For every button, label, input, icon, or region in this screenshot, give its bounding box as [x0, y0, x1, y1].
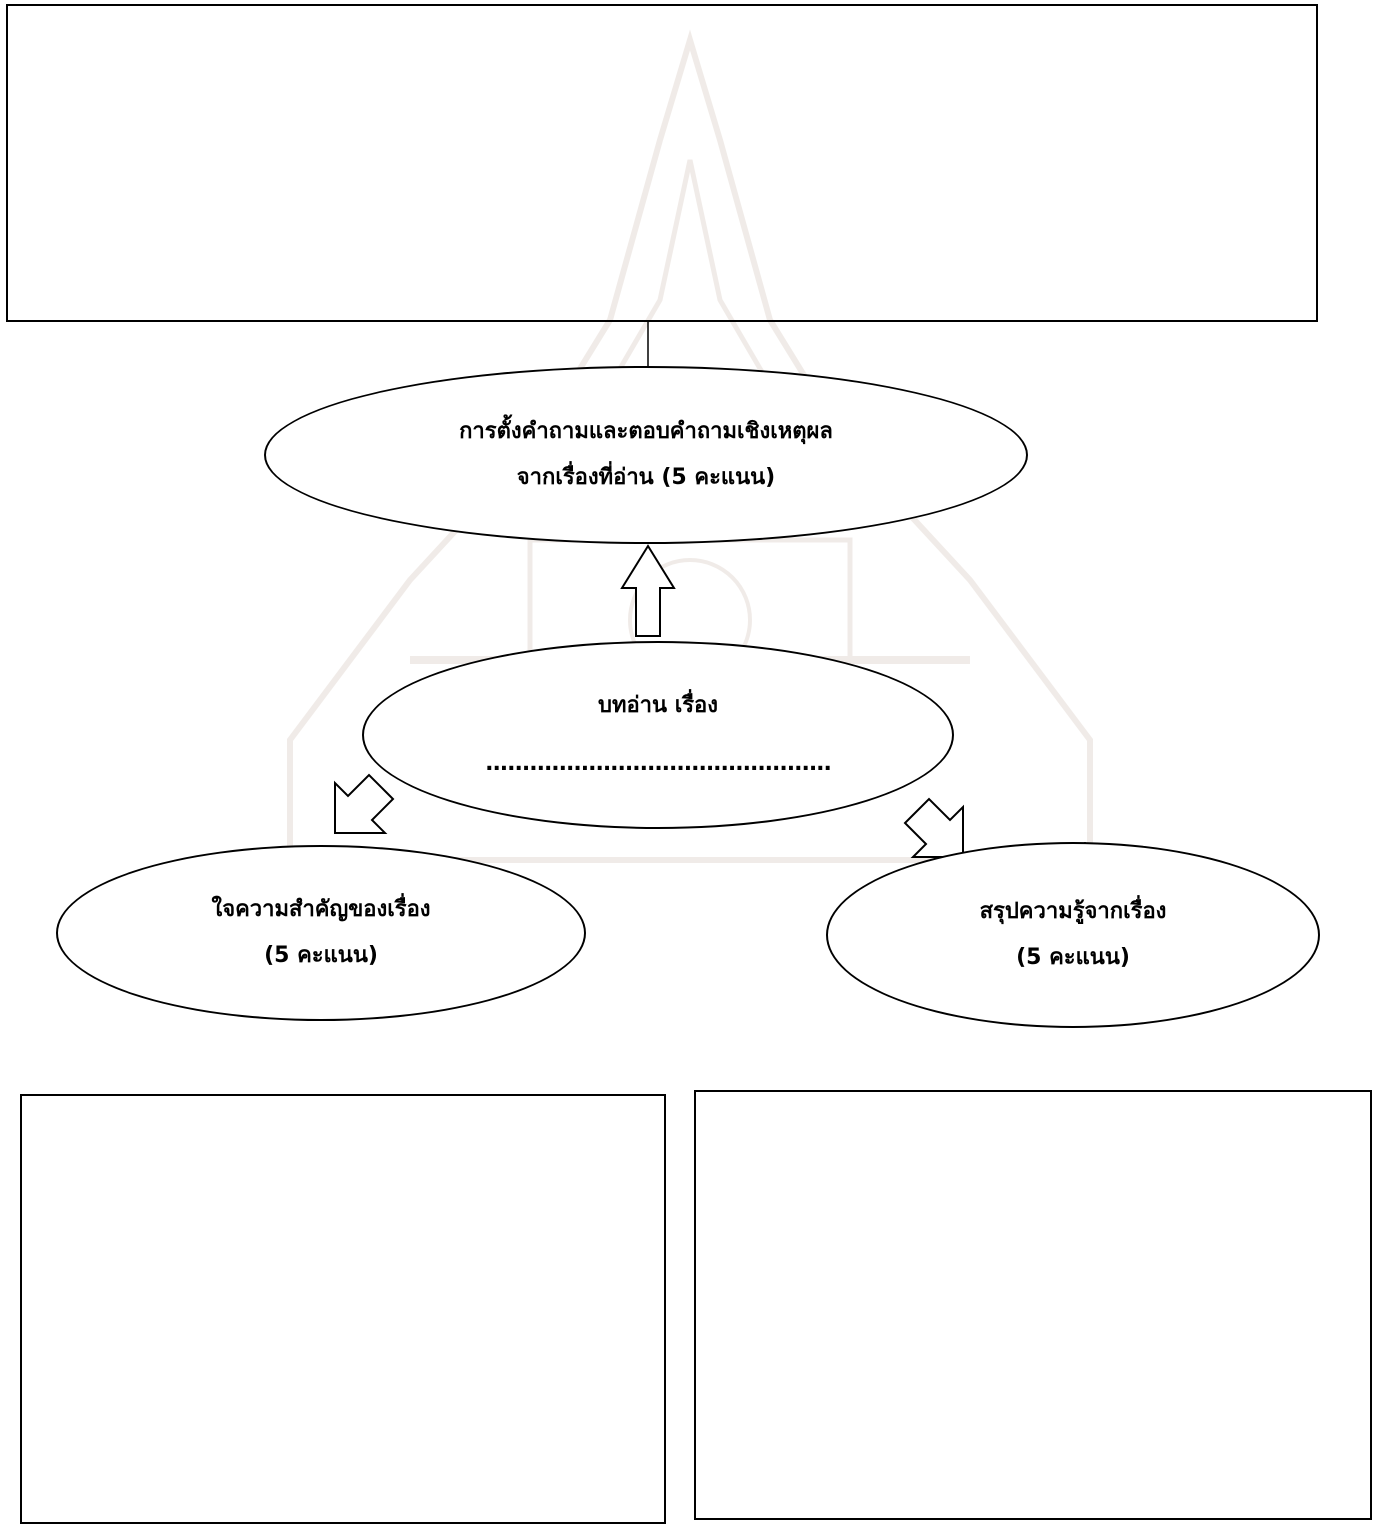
main-idea-line1: ใจความสำคัญของเรื่อง	[211, 897, 431, 922]
reasoning-questions-node: การตั้งคำถามและตอบคำถามเชิงเหตุผล จากเรื…	[264, 366, 1028, 544]
up-arrow-icon	[620, 544, 676, 637]
reasoning-node-line2: จากเรื่องที่อ่าน (5 คะแนน)	[516, 465, 776, 490]
knowledge-summary-answer-box	[694, 1090, 1372, 1520]
main-idea-line2: (5 คะแนน)	[264, 943, 378, 968]
down-left-arrow-icon	[334, 773, 395, 834]
knowledge-summary-line2: (5 คะแนน)	[1016, 945, 1130, 970]
main-idea-node: ใจความสำคัญของเรื่อง (5 คะแนน)	[56, 845, 586, 1021]
knowledge-summary-line1: สรุปความรู้จากเรื่อง	[979, 899, 1167, 924]
reasoning-node-line1: การตั้งคำถามและตอบคำถามเชิงเหตุผล	[459, 419, 833, 444]
main-idea-answer-box	[20, 1094, 666, 1524]
top-answer-box	[6, 4, 1318, 322]
reading-passage-node: บทอ่าน เรื่อง ..........................…	[362, 641, 954, 829]
reading-passage-title: บทอ่าน เรื่อง	[597, 693, 719, 718]
knowledge-summary-node: สรุปความรู้จากเรื่อง (5 คะแนน)	[826, 842, 1320, 1028]
reading-passage-blank: ........................................…	[485, 751, 832, 776]
down-right-arrow-icon	[903, 797, 964, 858]
